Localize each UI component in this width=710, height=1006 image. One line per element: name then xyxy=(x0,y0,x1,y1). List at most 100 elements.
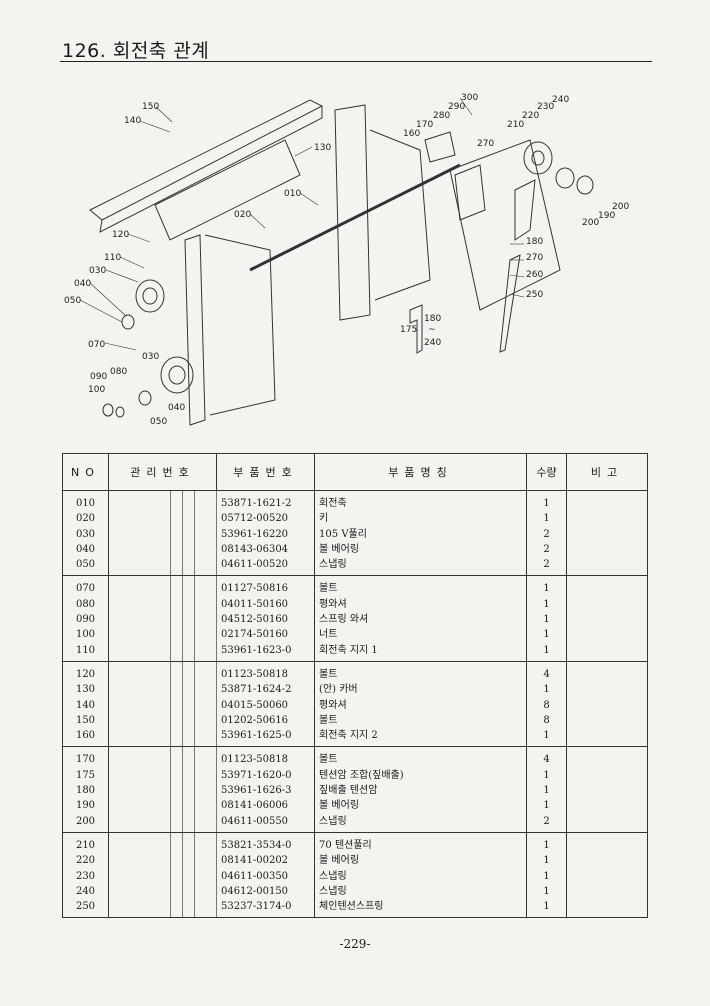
cell-part-name: 평와셔 xyxy=(314,697,528,713)
callout-label: 050 xyxy=(64,296,81,306)
cell-remarks xyxy=(566,612,649,628)
cell-remarks xyxy=(566,728,649,748)
pulley-lower-hub xyxy=(168,365,186,385)
cell-no: 010 xyxy=(62,490,109,512)
cell-qty: 8 xyxy=(526,697,568,713)
right-frame xyxy=(334,104,371,321)
cell-remarks xyxy=(566,557,649,577)
cell-no: 040 xyxy=(62,541,109,558)
cell-remarks xyxy=(566,642,649,662)
cell-part-no: 04011-50160 xyxy=(216,596,316,613)
cell-mgmt-d xyxy=(193,798,218,814)
cell-mgmt-d xyxy=(193,813,218,833)
col-management-no: 관리번호 xyxy=(107,453,218,491)
cell-part-no: 53871-1624-2 xyxy=(216,682,316,698)
cell-mgmt-c xyxy=(182,541,195,558)
cell-part-name: 회전축 xyxy=(314,490,528,512)
cell-no: 175 xyxy=(62,767,109,784)
col-part-no: 부품번호 xyxy=(216,453,316,491)
cell-remarks xyxy=(566,853,649,869)
cell-remarks xyxy=(566,541,649,558)
cell-mgmt-c xyxy=(182,490,195,512)
cell-part-no: 53961-16220 xyxy=(216,526,316,542)
cell-mgmt-a xyxy=(108,627,171,643)
cell-mgmt-d xyxy=(193,511,218,527)
callout-label: 030 xyxy=(89,266,106,276)
left-frame xyxy=(184,234,206,426)
rear-plate xyxy=(449,139,561,311)
leader-lines xyxy=(79,97,525,351)
cell-mgmt-a xyxy=(108,661,171,683)
cell-part-name: 평와셔 xyxy=(314,596,528,613)
cell-no: 170 xyxy=(62,746,109,768)
cell-mgmt-b xyxy=(170,712,183,729)
cell-mgmt-a xyxy=(108,832,171,854)
cell-qty: 1 xyxy=(526,899,568,919)
callout-labels: 150 140 130 010 020 120 110 030 040 050 … xyxy=(64,93,629,427)
cell-mgmt-d xyxy=(193,642,218,662)
callout-label: 270 xyxy=(526,253,543,263)
col-part-name: 부품명칭 xyxy=(314,453,528,491)
cell-part-name: 스냅링 xyxy=(314,868,528,884)
cell-part-name: 105 V풀리 xyxy=(314,526,528,542)
cell-no: 050 xyxy=(62,557,109,577)
cell-mgmt-c xyxy=(182,832,195,854)
cell-mgmt-d xyxy=(193,899,218,919)
cell-mgmt-d xyxy=(193,883,218,900)
cell-qty: 1 xyxy=(526,783,568,799)
cell-mgmt-d xyxy=(193,853,218,869)
pulley-lower xyxy=(160,356,194,394)
callout-label: 110 xyxy=(104,253,121,263)
cell-no: 140 xyxy=(62,697,109,713)
cell-mgmt-a xyxy=(108,746,171,768)
cell-part-name: 너트 xyxy=(314,627,528,643)
cell-mgmt-d xyxy=(193,661,218,683)
title-rule xyxy=(60,61,652,62)
cell-part-name: 70 텐션풀리 xyxy=(314,832,528,854)
cell-mgmt-c xyxy=(182,767,195,784)
cell-remarks xyxy=(566,899,649,919)
cell-mgmt-a xyxy=(108,642,171,662)
cell-mgmt-d xyxy=(193,490,218,512)
col-remarks: 비고 xyxy=(566,453,649,491)
cell-no: 220 xyxy=(62,853,109,869)
cell-qty: 1 xyxy=(526,798,568,814)
callout-label: 290 xyxy=(448,102,465,112)
cell-mgmt-b xyxy=(170,728,183,748)
cell-mgmt-a xyxy=(108,813,171,833)
cell-part-name: 스냅링 xyxy=(314,883,528,900)
cell-mgmt-b xyxy=(170,868,183,884)
bracket xyxy=(424,131,456,163)
cell-part-name: 볼트 xyxy=(314,746,528,768)
cell-remarks xyxy=(566,490,649,512)
cell-part-no: 04611-00520 xyxy=(216,557,316,577)
callout-label: 180 xyxy=(526,237,543,247)
cell-mgmt-c xyxy=(182,575,195,597)
cell-qty: 1 xyxy=(526,575,568,597)
cell-no: 190 xyxy=(62,798,109,814)
cell-part-name: 볼트 xyxy=(314,661,528,683)
tension-arm xyxy=(514,179,536,241)
nut xyxy=(102,403,114,417)
cell-part-name: 키 xyxy=(314,511,528,527)
diagram-svg: 150 140 130 010 020 120 110 030 040 050 … xyxy=(64,93,629,427)
cell-no: 110 xyxy=(62,642,109,662)
cell-qty: 1 xyxy=(526,767,568,784)
cell-no: 250 xyxy=(62,899,109,919)
right-frame-panel xyxy=(369,129,431,301)
cell-mgmt-a xyxy=(108,883,171,900)
